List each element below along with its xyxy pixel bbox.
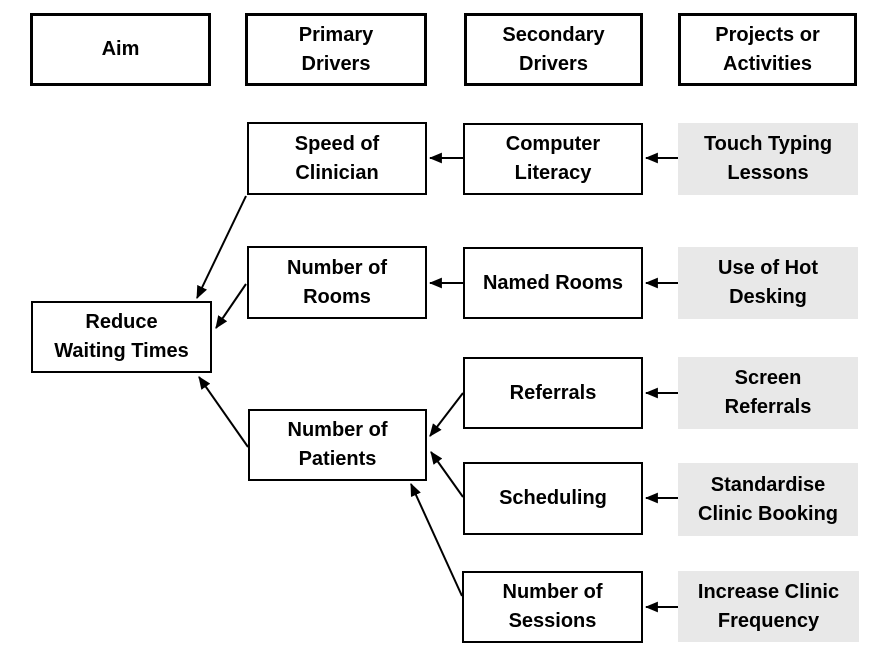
- project-screen-referrals: Screen Referrals: [678, 357, 858, 429]
- project-standardise-clinic-booking-label: Standardise Clinic Booking: [698, 473, 838, 525]
- project-standardise-clinic-booking: Standardise Clinic Booking: [678, 463, 858, 536]
- node-speed-of-clinician-label: Speed of Clinician: [294, 132, 380, 184]
- project-use-of-hot-desking: Use of Hot Desking: [678, 247, 858, 319]
- header-aim: Aim: [30, 13, 211, 86]
- node-number-of-sessions-label: Number of Sessions: [502, 581, 603, 632]
- project-increase-clinic-frequency-label: Increase Clinic Frequency: [697, 580, 840, 632]
- header-secondary-drivers-label: Secondary Drivers: [502, 23, 605, 75]
- project-increase-clinic-frequency: Increase Clinic Frequency: [678, 571, 859, 642]
- project-touch-typing-lessons: Touch Typing Lessons: [678, 123, 858, 195]
- node-aim-label: Reduce Waiting Times: [54, 311, 189, 362]
- project-use-of-hot-desking-label: Use of Hot Desking: [718, 257, 818, 308]
- project-screen-referrals-label: Screen Referrals: [724, 367, 812, 418]
- node-named-rooms: Named Rooms: [463, 247, 643, 319]
- node-scheduling: Scheduling: [463, 462, 643, 535]
- header-projects-activities: Projects or Activities: [678, 13, 857, 86]
- arrow-number-of-patients-to-aim: [198, 376, 249, 448]
- node-number-of-patients-label: Number of Patients: [287, 419, 388, 470]
- header-primary-drivers-label: Primary Drivers: [298, 23, 374, 75]
- arrow-referrals-to-number-of-patients: [429, 392, 464, 437]
- node-number-of-sessions: Number of Sessions: [462, 571, 643, 643]
- node-speed-of-clinician: Speed of Clinician: [247, 122, 427, 195]
- arrow-scheduling-to-number-of-patients: [430, 451, 464, 498]
- arrow-sessions-to-number-of-patients: [410, 483, 463, 597]
- node-referrals: Referrals: [463, 357, 643, 429]
- node-number-of-patients: Number of Patients: [248, 409, 427, 481]
- node-aim-reduce-waiting-times: Reduce Waiting Times: [31, 301, 212, 373]
- header-aim-label: Aim: [101, 38, 140, 60]
- node-named-rooms-label: Named Rooms: [482, 271, 624, 294]
- node-number-of-rooms-label: Number of Rooms: [287, 256, 387, 308]
- arrow-number-of-rooms-to-aim: [215, 283, 247, 329]
- header-primary-drivers: Primary Drivers: [245, 13, 427, 86]
- header-projects-activities-label: Projects or Activities: [715, 23, 820, 75]
- node-scheduling-label: Scheduling: [499, 487, 607, 509]
- node-computer-literacy: Computer Literacy: [463, 123, 643, 195]
- node-computer-literacy-label: Computer Literacy: [505, 133, 601, 184]
- node-referrals-label: Referrals: [509, 381, 597, 404]
- project-touch-typing-lessons-label: Touch Typing Lessons: [703, 133, 833, 184]
- header-secondary-drivers: Secondary Drivers: [464, 13, 643, 86]
- arrow-speed-of-clinician-to-aim: [196, 195, 247, 299]
- node-number-of-rooms: Number of Rooms: [247, 246, 427, 319]
